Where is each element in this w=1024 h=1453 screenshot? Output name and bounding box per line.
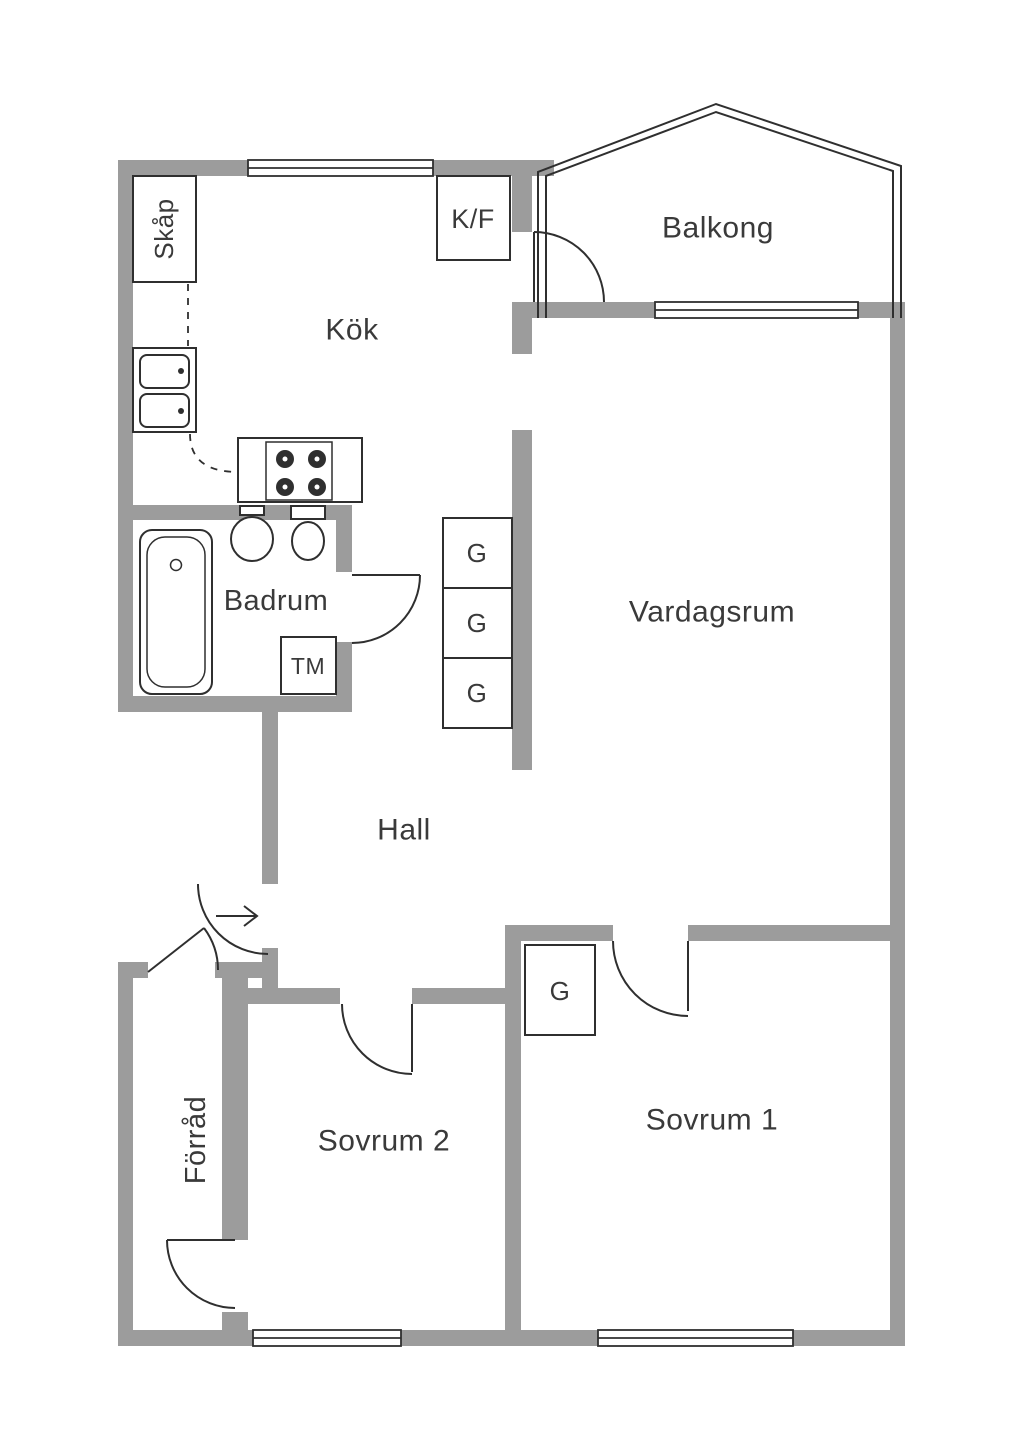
faucet-dot (178, 368, 184, 374)
room-label-balcony: Balkong (662, 212, 774, 245)
faucet-dot (178, 408, 184, 414)
wall-segment (118, 962, 133, 1346)
stove-burner-centers (282, 456, 320, 490)
wardrobe-boxes-hall (442, 517, 513, 729)
wall-segment (336, 520, 352, 572)
window-bedroom2 (252, 1329, 402, 1347)
room-label-kitchen: Kök (325, 314, 379, 347)
wall-segment (505, 925, 613, 941)
entry-arrow-head (243, 905, 259, 927)
wall-segment (118, 696, 352, 712)
door-storage-top (147, 927, 219, 973)
wall-segment (412, 988, 521, 1004)
room-label-livingroom: Vardagsrum (629, 596, 795, 629)
balcony-railing-inner (545, 110, 894, 318)
wall-segment (238, 988, 340, 1004)
wall-segment (890, 302, 905, 1346)
wall-segment (512, 302, 532, 354)
door-entry (197, 883, 269, 955)
wall-segment (262, 712, 278, 884)
balcony-railing-outer (537, 102, 902, 318)
door-bedroom2 (341, 1003, 413, 1075)
wardrobe-box-bedroom1 (524, 944, 596, 1036)
door-bathroom (351, 574, 421, 644)
wardrobe-label: G (467, 678, 488, 708)
door-storage-bottom (166, 1239, 236, 1309)
washbasin (230, 505, 274, 562)
room-label-hall: Hall (377, 814, 431, 847)
door-balcony (533, 231, 605, 303)
door-bedroom1 (612, 940, 689, 1017)
wall-segment (222, 978, 248, 1240)
room-label-fridge-freezer: K/F (451, 204, 495, 234)
outlines (147, 102, 902, 1309)
wall-segment (118, 160, 133, 712)
wall-segment (215, 962, 262, 978)
toilet (290, 505, 326, 561)
wall-segment (512, 430, 532, 770)
room-label-washing-machine: TM (291, 653, 325, 679)
window-bedroom1 (597, 1329, 794, 1347)
wall-segment (505, 941, 521, 1345)
window-kitchen (247, 159, 434, 177)
washing-machine-box (280, 636, 337, 695)
cabinet-skap (132, 175, 197, 283)
kitchen-sink (132, 347, 197, 433)
bathtub (139, 529, 213, 695)
room-label-storage: Förråd (180, 1096, 212, 1184)
room-label-bedroom1: Sovrum 1 (646, 1104, 778, 1137)
room-label-bathroom: Badrum (224, 585, 329, 617)
room-label-bedroom2: Sovrum 2 (318, 1125, 450, 1158)
wall-segment (336, 642, 352, 696)
wardrobe-label-bedroom1: G (550, 976, 571, 1006)
room-label-cabinet: Skåp (149, 198, 179, 259)
wardrobe-label: G (467, 608, 488, 638)
wardrobe-label: G (467, 538, 488, 568)
wall-segment (688, 925, 905, 941)
window-livingroom (654, 301, 859, 319)
labels: Kök Skåp K/F Balkong Vardagsrum Badrum T… (149, 198, 795, 1184)
kitchen-counter (237, 437, 363, 503)
fridge-freezer-box (436, 175, 511, 261)
wall-segment (512, 160, 532, 232)
wall-segment (222, 1312, 248, 1330)
